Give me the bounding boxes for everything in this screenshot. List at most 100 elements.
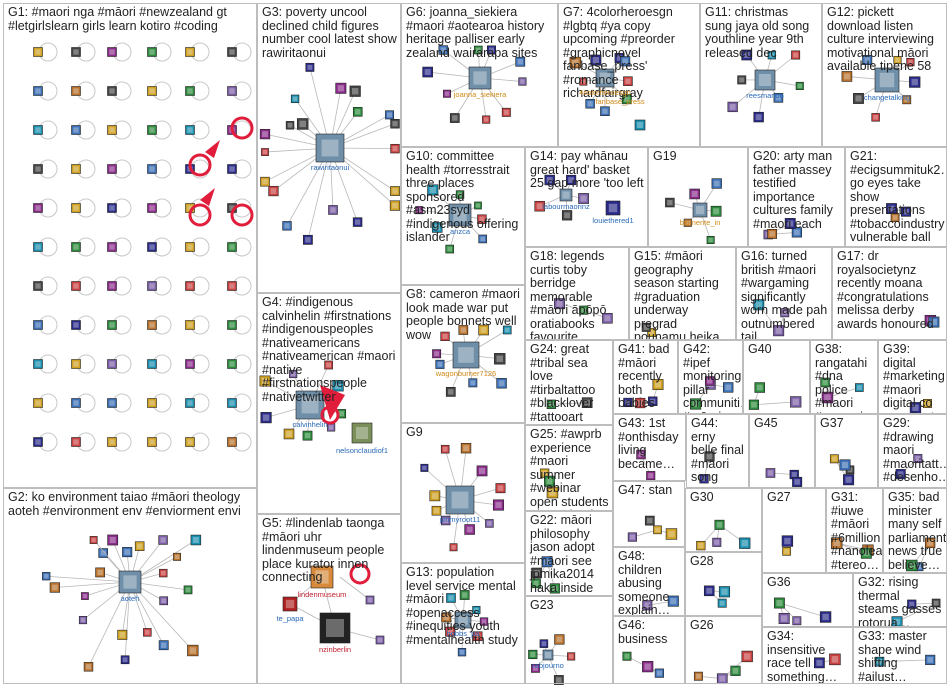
- group-title: G40: [748, 343, 806, 357]
- group-title: G23: [530, 599, 609, 613]
- group-title: G44: erny belle final #maori song screws…: [691, 417, 745, 488]
- group-title: G48: children abusing someone explain…: [618, 550, 681, 616]
- group-title: G17: dr royalsocietynz recently moana #c…: [837, 250, 943, 331]
- group-g24: G24: great #tribal sea love #tirbaltatto…: [525, 340, 613, 425]
- group-title: G21: #ecigsummituk2… go eyes take show p…: [850, 150, 943, 247]
- group-g1: G1: #maori nga #māori #newzealand gt #le…: [3, 3, 257, 488]
- group-g36: G36: [762, 573, 853, 627]
- group-title: G16: turned british #maori #wargaming si…: [741, 250, 828, 340]
- group-g9: G9: [401, 423, 525, 563]
- group-title: G37: [820, 417, 874, 431]
- vertex-label: fanbase_press: [595, 97, 644, 106]
- group-title: G7: 4colorheroesgn #lgbtq #ya copy upcom…: [563, 6, 696, 101]
- group-title: G1: #maori nga #māori #newzealand gt #le…: [8, 6, 253, 33]
- group-title: G12: pickett download listen culture int…: [827, 6, 943, 74]
- vertex-label: joanna_siekiera: [454, 90, 507, 99]
- group-title: G9: [406, 426, 521, 440]
- group-g6: G6: joanna_siekiera #maori #aotearoa his…: [401, 3, 558, 147]
- group-title: G28: [690, 555, 758, 569]
- group-title: G15: #māori geography season starting #g…: [634, 250, 732, 340]
- group-g13: G13: population level service mental #mā…: [401, 563, 525, 684]
- group-g44: G44: erny belle final #maori song screws…: [686, 414, 749, 488]
- group-title: G35: bad minister many self parliament n…: [888, 491, 943, 572]
- group-title: G34: insensitive race tell something…: [767, 630, 849, 684]
- group-g20: G20: arty man father massey testified im…: [748, 147, 845, 247]
- group-title: G36: [767, 576, 849, 590]
- vertex-label: biomente_in: [680, 218, 721, 227]
- group-title: G14: pay whānau great hard' basket 25 ga…: [530, 150, 644, 191]
- group-g14: G14: pay whānau great hard' basket 25 ga…: [525, 147, 648, 247]
- vertex-label: nelsonclaudiof1: [336, 446, 388, 455]
- vertex-label: lindenmuseum: [298, 590, 347, 599]
- vertex-label: jimmyroot11: [440, 515, 480, 524]
- group-g47: G47: stan: [613, 481, 685, 547]
- vertex-label: te_papa: [276, 614, 303, 623]
- group-g5: G5: #lindenlab taonga #māori uhr lindenm…: [257, 514, 401, 684]
- group-g34: G34: insensitive race tell something…: [762, 627, 853, 684]
- vertex-label: rawiritaonui: [311, 163, 349, 172]
- group-g25: G25: #awprb experience #maori summer #we…: [525, 425, 613, 511]
- vertex-label: rabjourno: [532, 661, 564, 670]
- vertex-label: anzca: [450, 227, 470, 236]
- group-title: G46: business: [618, 619, 681, 646]
- group-g33: G33: master shape wind shifting #ailust…: [853, 627, 947, 684]
- group-title: G19: [653, 150, 744, 164]
- group-g37: G37: [815, 414, 878, 488]
- group-g7: G7: 4colorheroesgn #lgbtq #ya copy upcom…: [558, 3, 700, 147]
- group-g42: G42: #ipef monitoring pillar communiti… …: [678, 340, 743, 414]
- group-title: G26: [690, 619, 758, 633]
- group-g26: G26: [685, 616, 762, 684]
- group-title: G38: rangatahi #dna police #maori #genom…: [815, 343, 874, 414]
- group-g39: G39: digital #marketing #maori digital c…: [878, 340, 947, 414]
- group-g45: G45: [749, 414, 815, 488]
- group-title: G3: poverty uncool declined child figure…: [262, 6, 397, 60]
- group-title: G41: bad #māori recently both babies one…: [618, 343, 674, 414]
- group-title: G29: #drawing maori #maoritatt… #desenho…: [883, 417, 943, 485]
- group-g16: G16: turned british #maori #wargaming si…: [736, 247, 832, 340]
- group-title: G4: #indigenous calvinhelin #firstnation…: [262, 296, 397, 404]
- group-g41: G41: bad #māori recently both babies one…: [613, 340, 678, 414]
- group-title: G25: #awprb experience #maori summer #we…: [530, 428, 609, 511]
- group-g40: G40: [743, 340, 810, 414]
- vertex-label: changetalking: [864, 93, 910, 102]
- group-title: G6: joanna_siekiera #maori #aotearoa his…: [406, 6, 554, 60]
- group-g17: G17: dr royalsocietynz recently moana #c…: [832, 247, 947, 340]
- group-g11: G11: christmas sung jaya old song youthl…: [700, 3, 822, 147]
- group-g2: G2: ko environment taiao #māori theology…: [3, 488, 257, 684]
- group-g46: G46: business: [613, 616, 685, 684]
- vertex-label: nzinberlin: [319, 645, 351, 654]
- group-title: G11: christmas sung jaya old song youthl…: [705, 6, 818, 60]
- group-title: G42: #ipef monitoring pillar communiti… …: [683, 343, 739, 414]
- group-g4: G4: #indigenous calvinhelin #firstnation…: [257, 293, 401, 514]
- group-g23: G23: [525, 596, 613, 684]
- group-title: G24: great #tribal sea love #tirbaltatto…: [530, 343, 609, 425]
- group-g27: G27: [762, 488, 826, 573]
- group-title: G2: ko environment taiao #māori theology…: [8, 491, 253, 518]
- group-g8: G8: cameron #maori look made war put peo…: [401, 285, 525, 423]
- group-title: G20: arty man father massey testified im…: [753, 150, 841, 231]
- group-g28: G28: [685, 552, 762, 616]
- group-g18: G18: legends curtis toby berridge memora…: [525, 247, 629, 340]
- vertex-label: labourmaorinz: [542, 202, 590, 211]
- group-g43: G43: 1st #onthisday living became…: [613, 414, 686, 481]
- group-title: G45: [754, 417, 811, 431]
- group-g10: G10: committee health #torresstrait thre…: [401, 147, 525, 285]
- group-title: G22: māori philosophy jason adopt #māori…: [530, 514, 609, 596]
- vertex-label: louiethered1: [592, 216, 633, 225]
- vertex-label: aoteh: [121, 594, 140, 603]
- group-g48: G48: children abusing someone explain…: [613, 547, 685, 616]
- group-title: G5: #lindenlab taonga #māori uhr lindenm…: [262, 517, 397, 585]
- group-g3: G3: poverty uncool declined child figure…: [257, 3, 401, 293]
- group-title: G31: #iuwe #māori #6million… #nanolea… #…: [831, 491, 879, 572]
- vertex-label: wagonburner7126: [436, 369, 496, 378]
- group-title: G18: legends curtis toby berridge memora…: [530, 250, 625, 340]
- group-title: G32: rising thermal steams gasses rotoru…: [858, 576, 943, 627]
- group-title: G47: stan: [618, 484, 681, 498]
- group-g22: G22: māori philosophy jason adopt #māori…: [525, 511, 613, 596]
- group-g15: G15: #māori geography season starting #g…: [629, 247, 736, 340]
- group-title: G27: [767, 491, 822, 505]
- group-g31: G31: #iuwe #māori #6million… #nanolea… #…: [826, 488, 883, 573]
- group-title: G43: 1st #onthisday living became…: [618, 417, 682, 471]
- vertex-label: calvinhelin: [292, 420, 327, 429]
